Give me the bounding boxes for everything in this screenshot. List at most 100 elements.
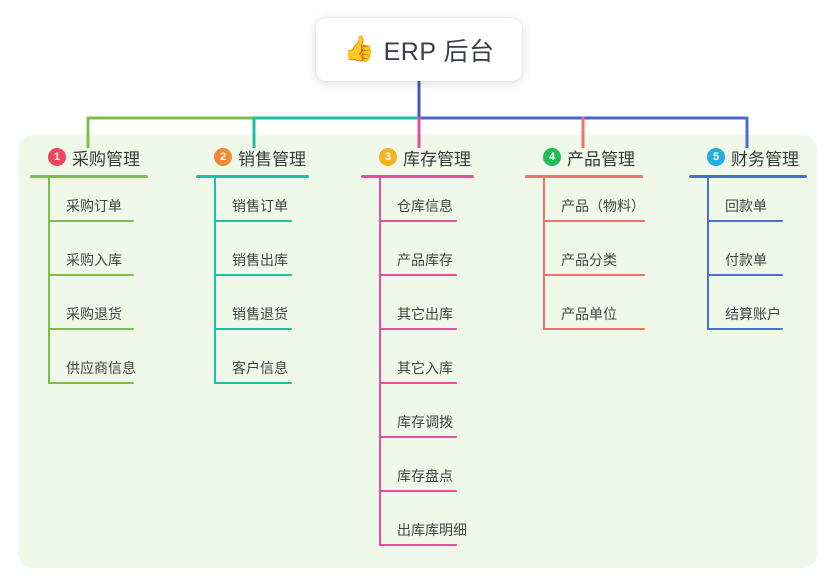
leaf-item[interactable]: 产品库存 — [379, 232, 474, 286]
leaf-item[interactable]: 库存盘点 — [379, 448, 474, 502]
leaf-item[interactable]: 付款单 — [707, 232, 807, 286]
leaf-item-label: 付款单 — [725, 252, 767, 268]
branch-title-1: 采购管理 — [72, 149, 140, 169]
leaf-item-label: 供应商信息 — [66, 360, 136, 376]
branch-badge-1: 1 — [48, 148, 66, 166]
leaf-item-underline — [379, 490, 457, 492]
leaf-item-label: 销售订单 — [232, 198, 288, 214]
leaf-item[interactable]: 采购退货 — [48, 286, 148, 340]
leaf-item-underline — [214, 274, 292, 276]
leaf-item[interactable]: 其它出库 — [379, 286, 474, 340]
branch-column-4: 4 产品管理产品（物料） 产品分类产品单位 — [525, 144, 645, 340]
branch-trunk-5 — [707, 178, 709, 330]
leaf-item[interactable]: 采购入库 — [48, 232, 148, 286]
leaf-item-underline — [48, 220, 134, 222]
leaf-item-underline — [543, 328, 645, 330]
leaf-item-label: 库存调拨 — [397, 414, 453, 430]
leaf-item-underline — [48, 274, 134, 276]
leaf-item[interactable]: 客户信息 — [214, 340, 309, 394]
leaf-item[interactable]: 产品单位 — [543, 286, 645, 340]
branch-underline-5 — [689, 175, 807, 178]
branch-underline-3 — [361, 175, 474, 178]
branch-children-4: 产品（物料） 产品分类产品单位 — [525, 178, 645, 340]
leaf-item-label: 仓库信息 — [397, 198, 453, 214]
root-node[interactable]: 👍 ERP 后台 — [316, 18, 522, 81]
branch-children-3: 仓库信息产品库存其它出库其它入库库存调拨库存盘点出库库明细 — [361, 178, 474, 556]
leaf-item-underline — [379, 220, 457, 222]
branch-header-5[interactable]: 5 财务管理 — [689, 144, 807, 170]
branch-underline-4 — [525, 175, 643, 178]
branch-children-1: 采购订单采购入库采购退货供应商信息 — [30, 178, 148, 394]
branch-badge-5: 5 — [707, 148, 725, 166]
leaf-item-label: 销售退货 — [232, 306, 288, 322]
leaf-item-label: 其它出库 — [397, 306, 453, 322]
leaf-item[interactable]: 产品（物料） — [543, 178, 645, 232]
leaf-item-label: 库存盘点 — [397, 468, 453, 484]
branch-trunk-1 — [48, 178, 50, 384]
leaf-item-underline — [379, 382, 457, 384]
branch-title-3: 库存管理 — [403, 149, 471, 169]
branch-column-2: 2 销售管理销售订单销售出库销售退货客户信息 — [196, 144, 309, 394]
leaf-item[interactable]: 销售退货 — [214, 286, 309, 340]
branch-trunk-4 — [543, 178, 545, 330]
branch-title-4: 产品管理 — [567, 149, 635, 169]
branch-header-1[interactable]: 1 采购管理 — [30, 144, 148, 170]
leaf-item-label: 产品分类 — [561, 252, 617, 268]
branch-title-2: 销售管理 — [238, 149, 306, 169]
leaf-item[interactable]: 采购订单 — [48, 178, 148, 232]
leaf-item-label: 采购订单 — [66, 198, 122, 214]
leaf-item-label: 其它入库 — [397, 360, 453, 376]
branch-badge-4: 4 — [543, 148, 561, 166]
branch-badge-3: 3 — [379, 148, 397, 166]
leaf-item[interactable]: 出库库明细 — [379, 502, 474, 556]
leaf-item-underline — [543, 220, 645, 222]
leaf-item-label: 回款单 — [725, 198, 767, 214]
branch-trunk-3 — [379, 178, 381, 546]
leaf-item-underline — [214, 220, 292, 222]
leaf-item-label: 销售出库 — [232, 252, 288, 268]
leaf-item-label: 产品库存 — [397, 252, 453, 268]
thumbs-up-icon: 👍 — [343, 35, 375, 63]
leaf-item-underline — [48, 328, 134, 330]
leaf-item-underline — [379, 544, 457, 546]
leaf-item-underline — [379, 328, 457, 330]
branch-children-5: 回款单付款单结算账户 — [689, 178, 807, 340]
leaf-item-underline — [707, 220, 783, 222]
leaf-item-label: 出库库明细 — [397, 522, 467, 538]
branch-header-3[interactable]: 3 库存管理 — [361, 144, 474, 170]
leaf-item-underline — [543, 274, 645, 276]
branch-children-2: 销售订单销售出库销售退货客户信息 — [196, 178, 309, 394]
branch-underline-2 — [196, 175, 309, 178]
leaf-item-underline — [48, 382, 134, 384]
leaf-item[interactable]: 产品分类 — [543, 232, 645, 286]
leaf-item-label: 结算账户 — [725, 306, 781, 322]
leaf-item-underline — [707, 274, 783, 276]
leaf-item-label: 客户信息 — [232, 360, 288, 376]
leaf-item[interactable]: 销售订单 — [214, 178, 309, 232]
root-node-label: ERP 后台 — [383, 37, 495, 66]
leaf-item-label: 采购入库 — [66, 252, 122, 268]
leaf-item-label: 采购退货 — [66, 306, 122, 322]
mindmap-background-panel — [18, 135, 817, 568]
branch-underline-1 — [30, 175, 148, 178]
leaf-item-underline — [379, 436, 457, 438]
branch-header-2[interactable]: 2 销售管理 — [196, 144, 309, 170]
branch-title-5: 财务管理 — [731, 149, 799, 169]
leaf-item-underline — [214, 382, 292, 384]
leaf-item-underline — [707, 328, 783, 330]
branch-column-3: 3 库存管理仓库信息产品库存其它出库其它入库库存调拨库存盘点出库库明细 — [361, 144, 474, 556]
branch-trunk-2 — [214, 178, 216, 384]
branch-badge-2: 2 — [214, 148, 232, 166]
branch-column-1: 1 采购管理采购订单采购入库采购退货供应商信息 — [30, 144, 148, 394]
leaf-item[interactable]: 库存调拨 — [379, 394, 474, 448]
leaf-item[interactable]: 回款单 — [707, 178, 807, 232]
branch-header-4[interactable]: 4 产品管理 — [525, 144, 643, 170]
leaf-item[interactable]: 供应商信息 — [48, 340, 148, 394]
leaf-item[interactable]: 其它入库 — [379, 340, 474, 394]
leaf-item[interactable]: 仓库信息 — [379, 178, 474, 232]
leaf-item[interactable]: 销售出库 — [214, 232, 309, 286]
leaf-item-label: 产品单位 — [561, 306, 617, 322]
branch-column-5: 5 财务管理回款单付款单结算账户 — [689, 144, 807, 340]
leaf-item-underline — [214, 328, 292, 330]
leaf-item[interactable]: 结算账户 — [707, 286, 807, 340]
